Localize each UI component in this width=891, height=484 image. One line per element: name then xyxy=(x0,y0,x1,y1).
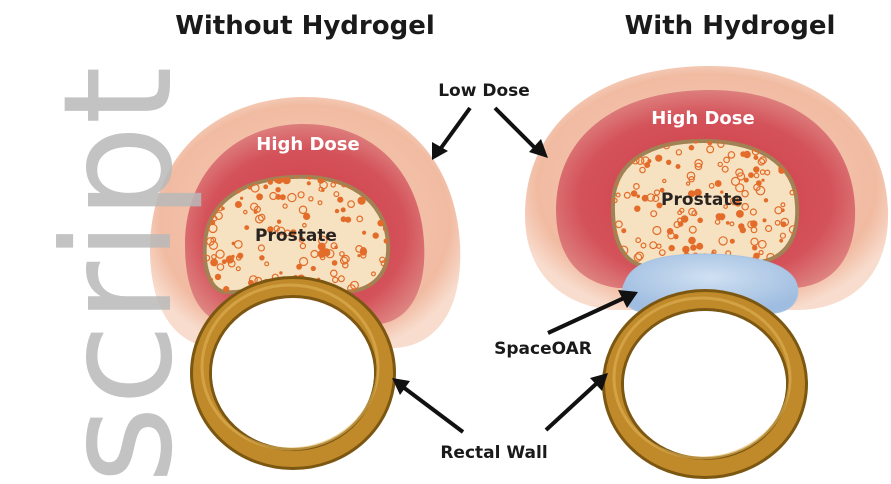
prostate-speck xyxy=(689,145,695,151)
prostate-speck xyxy=(682,246,689,253)
prostate-speck xyxy=(259,255,264,260)
prostate-speck xyxy=(240,197,243,200)
prostate-speck xyxy=(753,166,759,172)
prostate-speck xyxy=(631,190,637,196)
prostate-speck xyxy=(244,225,249,230)
label-low-dose: Low Dose xyxy=(438,81,530,101)
prostate-speck xyxy=(647,159,651,163)
prostate-speck xyxy=(345,217,351,223)
prostate-speck xyxy=(752,245,757,250)
prostate-speck xyxy=(748,172,754,178)
prostate-speck xyxy=(232,242,236,246)
prostate-speck xyxy=(655,155,662,162)
prostate-speck xyxy=(373,232,379,238)
prostate-speck xyxy=(256,193,263,200)
prostate-speck xyxy=(740,227,746,233)
prostate-speck xyxy=(676,164,681,169)
prostate-speck xyxy=(223,286,229,292)
prostate-speck xyxy=(277,220,281,224)
prostate-speck xyxy=(280,194,286,200)
prostate-speck xyxy=(669,245,675,251)
prostate-speck xyxy=(337,197,343,203)
prostate-speck xyxy=(736,210,744,218)
prostate-speck xyxy=(226,255,234,263)
prostate-speck xyxy=(688,237,696,245)
prostate-speck xyxy=(707,141,712,146)
prostate-speck xyxy=(335,209,339,213)
prostate-speck xyxy=(296,264,302,270)
label-prostate-left: Prostate xyxy=(255,226,337,246)
prostate-speck xyxy=(761,179,764,182)
title-with-hydrogel: With Hydrogel xyxy=(625,11,836,41)
prostate-speck xyxy=(636,194,640,198)
prostate-speck xyxy=(696,243,703,250)
title-without-hydrogel: Without Hydrogel xyxy=(175,11,435,41)
prostate-speck xyxy=(642,195,649,202)
prostate-speck xyxy=(311,266,316,271)
prostate-speck xyxy=(726,221,730,225)
prostate-speck xyxy=(634,206,640,212)
prostate-speck xyxy=(275,187,280,192)
prostate-speck xyxy=(210,259,218,267)
prostate-speck xyxy=(697,218,703,224)
prostate-speck xyxy=(621,228,626,233)
prostate-speck xyxy=(263,184,268,189)
prostate-speck xyxy=(332,260,338,266)
prostate-speck xyxy=(754,155,759,160)
label-rectal-wall: Rectal Wall xyxy=(440,443,547,463)
prostate-speck xyxy=(715,180,722,187)
prostate-speck xyxy=(740,151,746,157)
prostate-speck xyxy=(341,207,346,212)
label-prostate-right: Prostate xyxy=(661,190,743,210)
prostate-speck xyxy=(781,208,785,212)
prostate-speck xyxy=(358,197,366,205)
prostate-speck xyxy=(763,218,767,222)
prostate-speck xyxy=(764,198,768,202)
prostate-speck xyxy=(235,201,242,208)
prostate-speck xyxy=(667,228,674,235)
prostate-speck xyxy=(779,239,783,243)
prostate-speck xyxy=(248,186,252,190)
label-spaceoar: SpaceOAR xyxy=(494,339,592,359)
prostate-speck xyxy=(357,254,360,257)
label-high-dose-left: High Dose xyxy=(256,134,359,155)
prostate-speck xyxy=(268,179,273,184)
prostate-speck xyxy=(666,160,671,165)
label-high-dose-right: High Dose xyxy=(651,108,754,129)
prostate-speck xyxy=(690,244,696,250)
prostate-speck xyxy=(744,178,749,183)
prostate-speck xyxy=(362,231,366,235)
watermark-text: script xyxy=(32,66,206,484)
prostate-speck xyxy=(279,271,282,274)
prostate-speck xyxy=(307,181,311,185)
prostate-speck xyxy=(237,253,243,259)
prostate-speck xyxy=(215,274,221,280)
prostate-speck xyxy=(730,239,735,244)
